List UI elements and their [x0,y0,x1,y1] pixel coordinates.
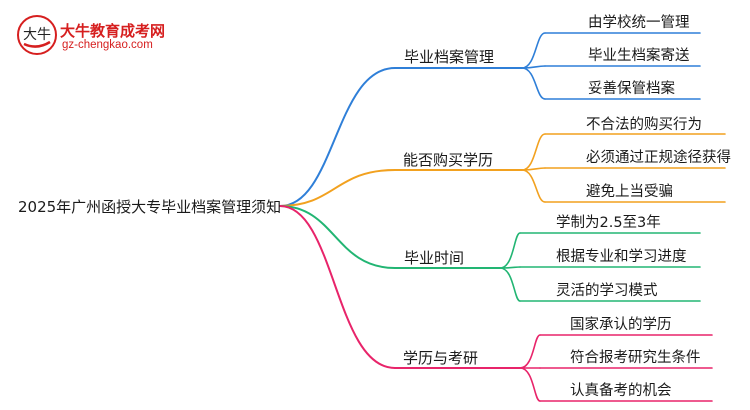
leaf-node: 根据专业和学习进度 [556,249,687,265]
logo-mark-icon: 大牛 [17,15,57,55]
leaf-node: 认真备考的机会 [570,383,672,399]
svg-text:大牛: 大牛 [23,27,51,43]
branch-leaf-connector [521,133,546,171]
root-node: 2025年广州函授大专毕业档案管理须知 [18,198,282,216]
branch-node: 能否购买学历 [403,151,494,169]
root-branch-connector [279,169,396,207]
root-branch-connector [279,205,396,269]
logo: 大牛 大牛教育成考网 gz-chengkao.com [16,14,206,60]
logo-url: gz-chengkao.com [62,39,153,51]
leaf-node: 由学校统一管理 [588,15,690,31]
branch-leaf-connector [521,67,546,100]
root-branch-connector [279,205,396,369]
branch-node: 学历与考研 [403,349,479,367]
branch-leaf-connector [521,169,546,203]
branch-leaf-connector [499,267,521,302]
root-branch-connector [279,67,396,207]
branch-leaf-connector [519,334,541,369]
leaf-node: 毕业生档案寄送 [588,48,690,64]
leaf-node: 灵活的学习模式 [556,283,658,299]
leaf-node: 不合法的购买行为 [586,117,702,133]
branch-node: 毕业档案管理 [404,48,495,66]
leaf-node: 妥善保管档案 [588,81,675,97]
leaf-node: 学制为2.5至3年 [556,215,661,231]
leaf-node: 必须通过正规途径获得 [586,150,731,166]
logo-name: 大牛教育成考网 [60,22,166,40]
branch-leaf-connector [521,32,546,69]
branch-node: 毕业时间 [404,249,465,267]
branch-leaf-connector [519,367,541,402]
leaf-node: 符合报考研究生条件 [570,350,701,366]
leaf-node: 国家承认的学历 [570,317,672,333]
leaf-node: 避免上当受骗 [586,184,673,200]
branch-leaf-connector [499,232,521,269]
